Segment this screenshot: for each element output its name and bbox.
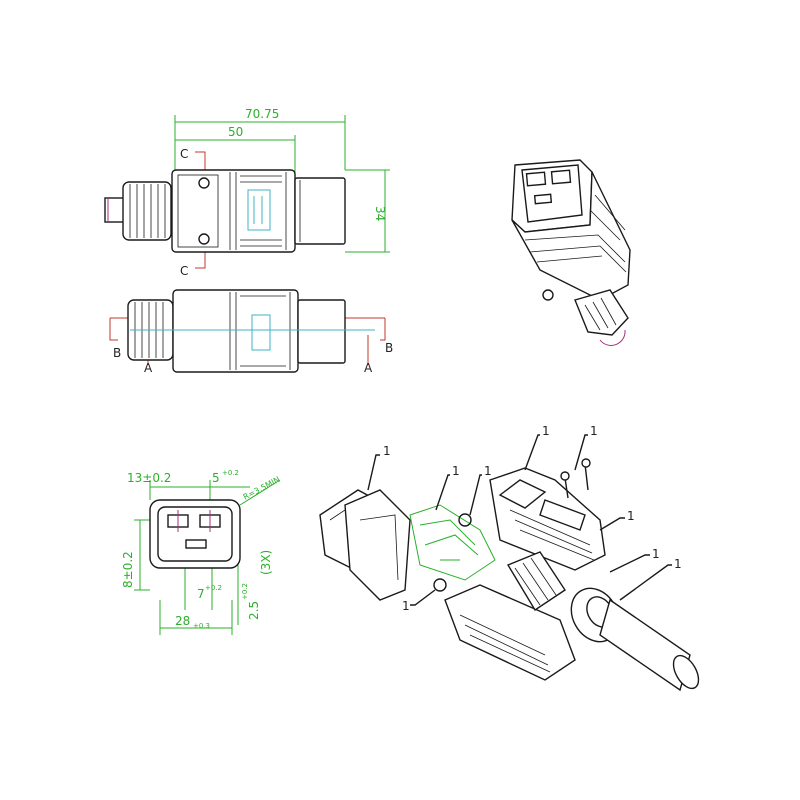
isometric-view <box>511 159 631 346</box>
dim-inner-tol: +0.2 <box>205 584 222 592</box>
dim-radius: R=3.5MIN <box>242 475 282 502</box>
side-view: 70.75 50 34 C C <box>104 107 390 278</box>
dim-pin-width: 5 <box>212 471 220 485</box>
dim-slot-tol: +0.2 <box>241 583 249 600</box>
front-view: 13±0.2 5 +0.2 R=3.5MIN 8±0.2 28 +0.3 7 +… <box>121 469 281 635</box>
dim-width-top: 13±0.2 <box>127 471 171 485</box>
callout-1-d: 1 <box>542 424 550 438</box>
dim-overall-length: 70.75 <box>245 107 279 121</box>
callout-1-f: 1 <box>627 509 635 523</box>
section-mark-c-bottom: C <box>180 264 188 278</box>
section-mark-b-left: B <box>113 346 121 360</box>
dim-slot: 2.5 <box>247 601 261 620</box>
callout-1-i: 1 <box>402 599 410 613</box>
section-mark-a-right: A <box>364 361 373 375</box>
exploded-view: 1 1 1 1 1 1 1 1 1 <box>319 424 700 692</box>
dim-height: 34 <box>373 206 387 221</box>
callout-1-c: 1 <box>484 464 492 478</box>
callout-1-a: 1 <box>383 444 391 458</box>
dim-slot-count: (3X) <box>259 550 273 575</box>
dim-bottom-tol: +0.3 <box>193 622 210 630</box>
callout-1-b: 1 <box>452 464 460 478</box>
dim-height-left: 8±0.2 <box>121 551 135 588</box>
callout-1-e: 1 <box>590 424 598 438</box>
dim-body-length: 50 <box>228 125 243 139</box>
top-view: B B A A <box>109 289 393 375</box>
dim-bottom-width: 28 <box>175 614 190 628</box>
section-mark-a-left: A <box>144 361 153 375</box>
section-mark-b-right: B <box>385 341 393 355</box>
callout-1-g: 1 <box>652 547 660 561</box>
section-mark-c-top: C <box>180 147 188 161</box>
callout-1-h: 1 <box>674 557 682 571</box>
dim-inner: 7 <box>197 587 205 601</box>
dim-pin-tol: +0.2 <box>222 469 239 477</box>
